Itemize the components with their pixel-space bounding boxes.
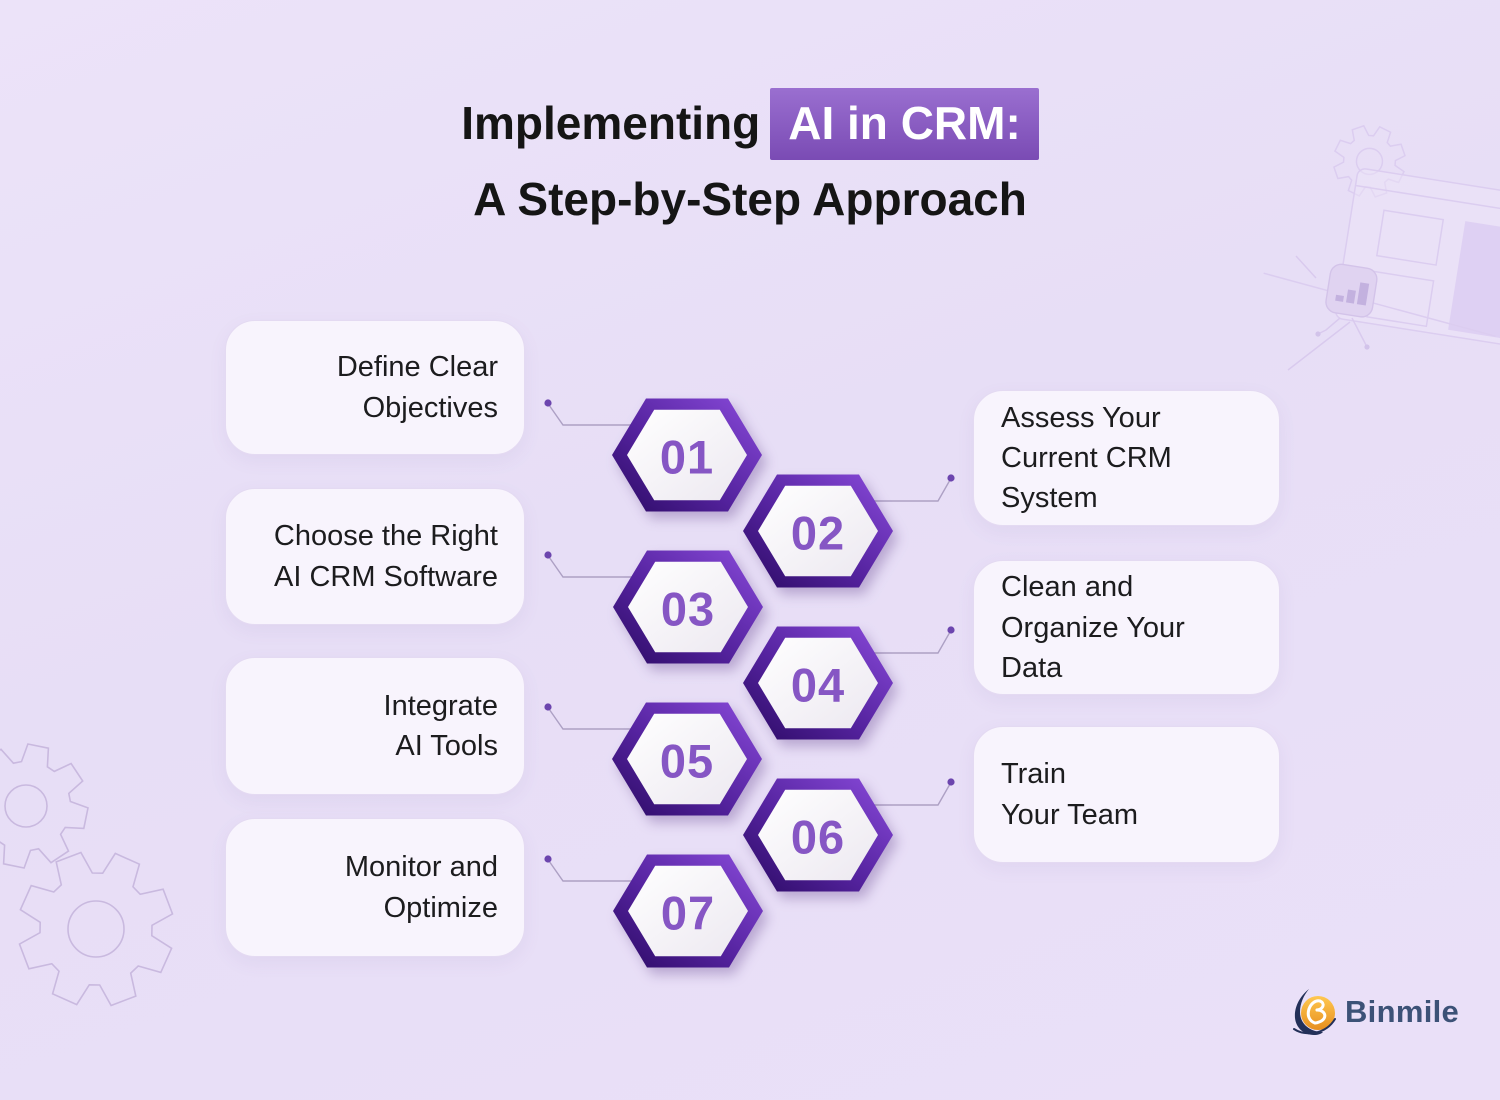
connector-dots — [544, 399, 955, 863]
step-number: 03 — [661, 583, 715, 636]
browser-window-illustration — [1263, 124, 1500, 371]
step-label: Define Clear Objectives — [336, 351, 498, 424]
step-label: Choose the Right AI CRM Software — [273, 520, 498, 593]
hexagon-step-04: 04 — [743, 626, 893, 740]
connector-lines — [548, 404, 951, 882]
bar-chart-icon — [1325, 263, 1378, 318]
step-label: Assess Your Current CRM System — [1001, 401, 1172, 515]
step-number: 07 — [661, 887, 715, 940]
hexagon-step-01: 01 — [612, 398, 762, 512]
binmile-logo-icon — [1293, 989, 1336, 1035]
step-number: 06 — [791, 811, 845, 864]
step-label: Integrate AI Tools — [383, 689, 498, 762]
title-highlight: AI in CRM: — [770, 88, 1039, 160]
hexagon-step-07: 07 — [613, 854, 763, 968]
step-box-02: Assess Your Current CRM System — [973, 390, 1280, 526]
circuit-lines — [1287, 255, 1370, 371]
step-label: Monitor and Optimize — [344, 851, 498, 924]
hexagon-step-05: 05 — [612, 702, 762, 816]
binmile-logo-text: Binmile — [1345, 994, 1460, 1029]
step-number: 04 — [791, 659, 845, 712]
step-box-01: Define Clear Objectives — [225, 320, 525, 455]
binmile-logo: Binmile — [1292, 988, 1459, 1036]
step-box-03: Choose the Right AI CRM Software — [225, 488, 525, 625]
step-box-07: Monitor and Optimize — [225, 818, 525, 957]
title-line-2: A Step-by-Step Approach — [473, 173, 1027, 225]
step-number: 05 — [660, 735, 714, 788]
gears-decoration — [0, 743, 174, 1007]
step-number: 01 — [660, 431, 714, 484]
step-box-06: Train Your Team — [973, 726, 1280, 863]
title-prefix: Implementing — [461, 97, 761, 150]
step-number: 02 — [791, 507, 845, 560]
hexagon-step-06: 06 — [743, 778, 893, 892]
step-box-05: Integrate AI Tools — [225, 657, 525, 795]
step-box-04: Clean and Organize Your Data — [973, 560, 1280, 695]
hexagon-step-03: 03 — [613, 550, 763, 664]
hexagon-step-02: 02 — [743, 474, 893, 588]
step-label: Train Your Team — [1001, 758, 1139, 831]
step-label: Clean and Organize Your Data — [1001, 571, 1185, 684]
